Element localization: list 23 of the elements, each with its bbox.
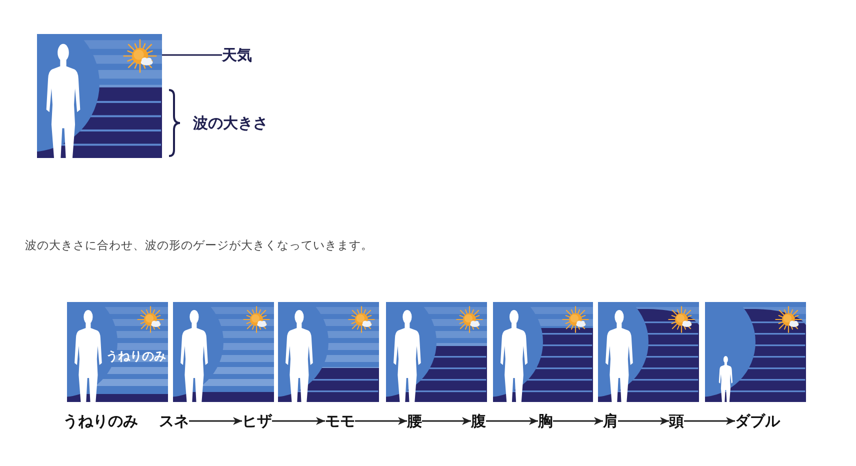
level-label: 頭 <box>669 412 684 430</box>
arrow <box>272 417 325 425</box>
level-label: 肩 <box>603 412 618 430</box>
level-label: ヒザ <box>242 412 272 430</box>
wave-type-label: うねりのみ <box>106 349 166 364</box>
level-label: 腹 <box>471 412 486 430</box>
arrow <box>422 417 471 425</box>
description-text: 波の大きさに合わせ、波の形のゲージが大きくなっていきます。 <box>25 238 373 253</box>
weather-label: 天気 <box>222 46 252 64</box>
arrow <box>189 417 242 425</box>
wave-size-label: 波の大きさ <box>193 114 268 132</box>
level-label: 腰 <box>407 412 422 430</box>
arrow <box>618 417 669 425</box>
level-label: ダブル <box>735 412 780 430</box>
level-label: スネ <box>159 412 189 430</box>
arrow <box>684 417 735 425</box>
arrow <box>355 417 407 425</box>
arrow <box>553 417 603 425</box>
leader-line <box>162 54 222 56</box>
level-label: うねりのみ <box>63 412 138 430</box>
level-label: 胸 <box>538 412 553 430</box>
level-label: モモ <box>325 412 355 430</box>
arrow <box>486 417 538 425</box>
